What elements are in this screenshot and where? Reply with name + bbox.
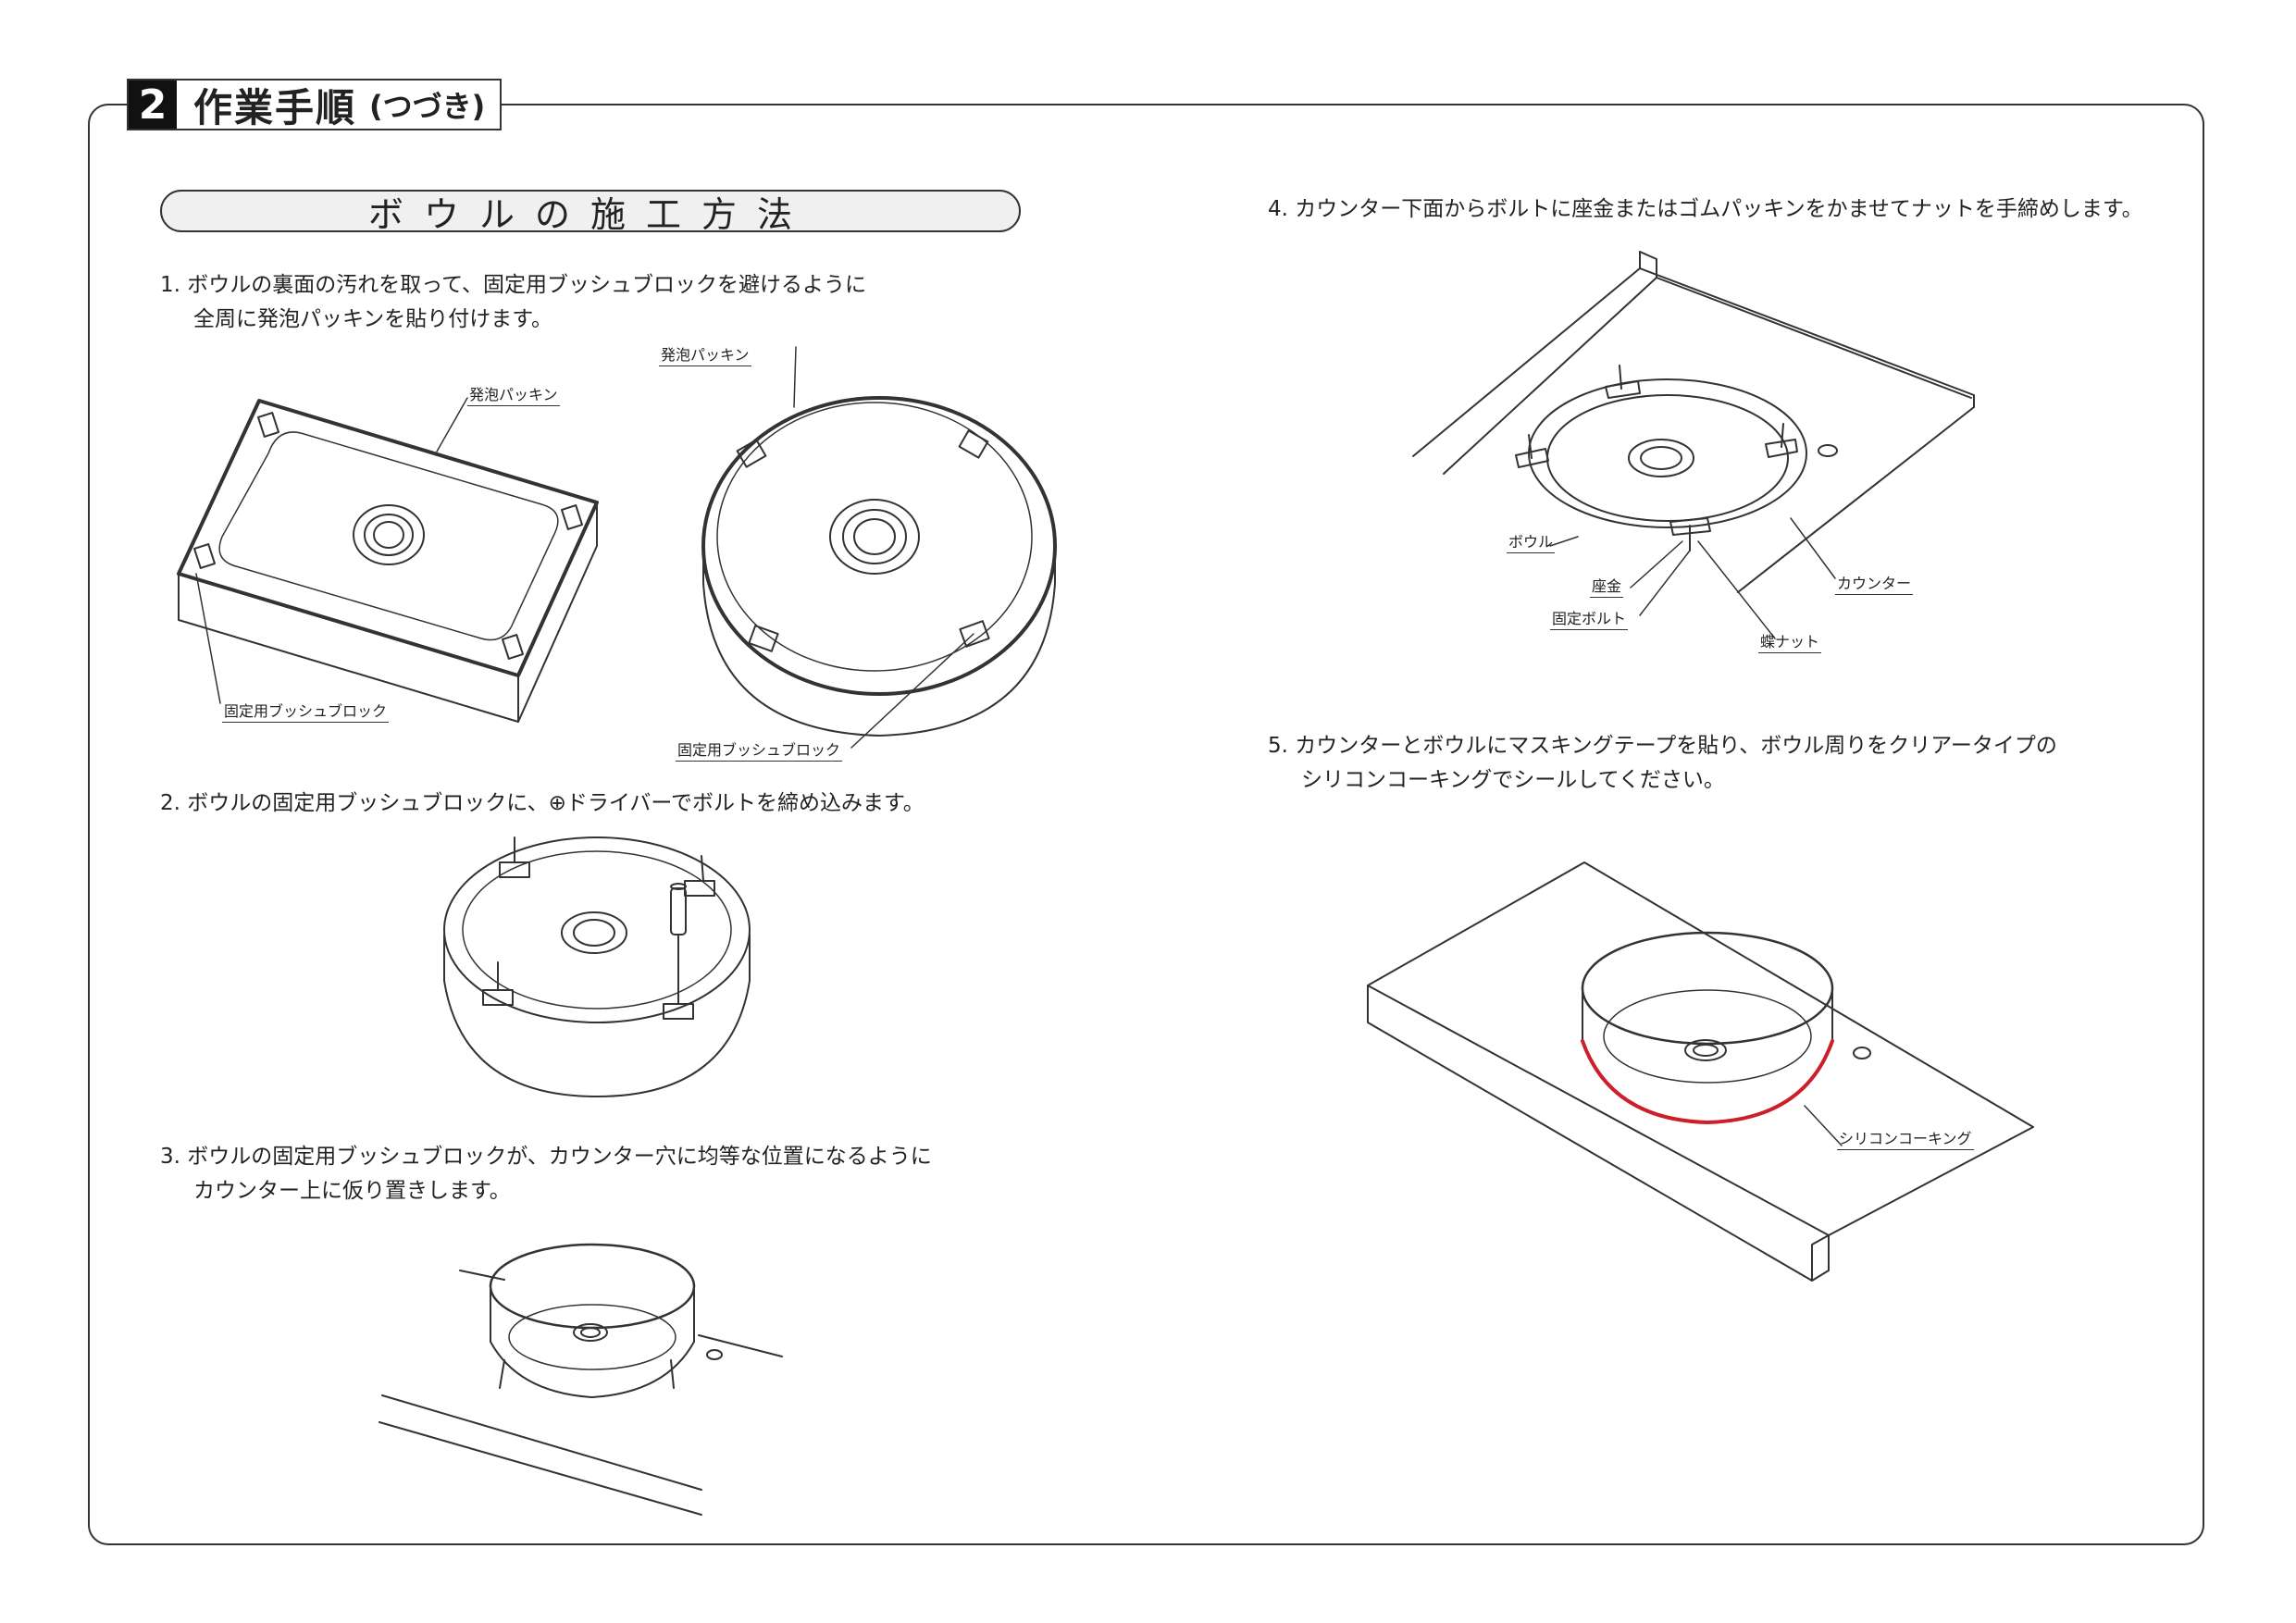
counter-caulk-illustration bbox=[1367, 861, 2034, 1282]
step-2-num: 2. bbox=[160, 791, 180, 815]
section-header: 2 作業手順 (つづき) bbox=[127, 79, 503, 130]
label-silicone: シリコンコーキング bbox=[1837, 1126, 1974, 1150]
step-5-line2: シリコンコーキングでシールしてください。 bbox=[1301, 768, 1725, 792]
label-foam-packing-1: 発泡パッキン bbox=[467, 382, 560, 406]
label-bush-block-2: 固定用ブッシュブロック bbox=[676, 737, 843, 762]
step-1: 1. ボウルの裏面の汚れを取って、固定用ブッシュブロックを避けるように 全周に発… bbox=[160, 268, 866, 337]
label-bush-block-1: 固定用ブッシュブロック bbox=[222, 699, 390, 723]
rect-bowl-illustration bbox=[177, 397, 599, 723]
step-4-num: 4. bbox=[1268, 197, 1288, 221]
label-fixing-bolt: 固定ボルト bbox=[1550, 606, 1629, 630]
label-foam-packing-2: 発泡パッキン bbox=[659, 342, 751, 366]
step-2: 2. ボウルの固定用ブッシュブロックに、⊕ドライバーでボルトを締め込みます。 bbox=[160, 787, 925, 821]
method-title: ボウルの施工方法 bbox=[160, 190, 1021, 235]
step-3-num: 3. bbox=[160, 1145, 180, 1169]
step-5: 5. カウンターとボウルにマスキングテープを貼り、ボウル周りをクリアータイプの … bbox=[1268, 729, 2057, 798]
label-washer: 座金 bbox=[1590, 574, 1624, 598]
step-5-num: 5. bbox=[1268, 734, 1288, 758]
step-4: 4. カウンター下面からボルトに座金またはゴムパッキンをかませてナットを手締めし… bbox=[1268, 192, 2143, 227]
label-bowl: ボウル bbox=[1507, 529, 1556, 553]
step-4-line1: カウンター下面からボルトに座金またはゴムパッキンをかませてナットを手締めします。 bbox=[1295, 197, 2143, 221]
content-frame bbox=[88, 104, 2204, 1545]
step-3-line2: カウンター上に仮り置きします。 bbox=[193, 1179, 511, 1203]
step-1-line2: 全周に発泡パッキンを貼り付けます。 bbox=[193, 307, 553, 331]
step-3: 3. ボウルの固定用ブッシュブロックが、カウンター穴に均等な位置になるように カ… bbox=[160, 1140, 932, 1208]
step-2-line1: ボウルの固定用ブッシュブロックに、⊕ドライバーでボルトを締め込みます。 bbox=[187, 791, 925, 815]
label-wing-nut: 蝶ナット bbox=[1758, 629, 1822, 653]
round-bowl-illustration bbox=[701, 346, 1057, 749]
section-title: 作業手順 bbox=[193, 84, 357, 130]
bolt-bowl-illustration bbox=[443, 836, 751, 1097]
step-5-line1: カウンターとボウルにマスキングテープを貼り、ボウル周りをクリアータイプの bbox=[1295, 734, 2057, 758]
step-1-line1: ボウルの裏面の汚れを取って、固定用ブッシュブロックを避けるように bbox=[187, 273, 866, 297]
label-counter: カウンター bbox=[1835, 571, 1914, 595]
section-subtitle: (つづき) bbox=[369, 89, 486, 124]
step-3-line1: ボウルの固定用ブッシュブロックが、カウンター穴に均等な位置になるように bbox=[187, 1145, 932, 1169]
section-number: 2 bbox=[129, 81, 177, 129]
counter-underside-illustration bbox=[1412, 251, 1975, 639]
bowl-on-counter-illustration bbox=[379, 1243, 783, 1516]
step-1-num: 1. bbox=[160, 273, 180, 297]
